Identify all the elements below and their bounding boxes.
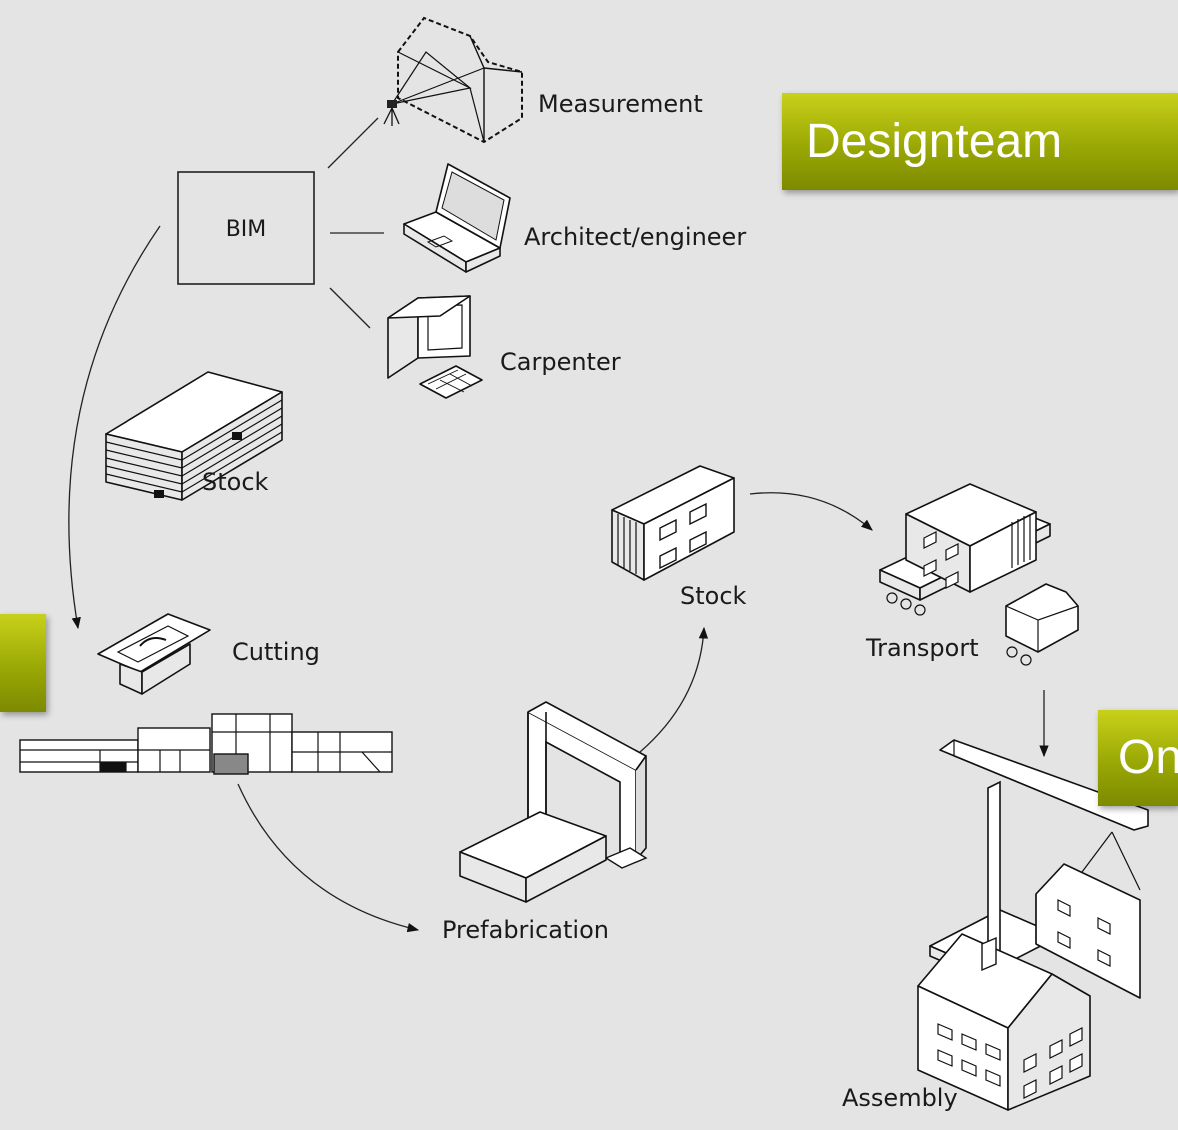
bim-to-measurement-line <box>327 117 379 169</box>
cutting-label: Cutting <box>232 638 320 666</box>
transport-truck-icon <box>879 483 1079 666</box>
wall-panel-stack-icon <box>611 465 735 581</box>
crane-assembly-icon <box>917 739 1149 1111</box>
assembly-label: Assembly <box>842 1084 958 1112</box>
stock-right-label: Stock <box>680 582 747 610</box>
bim-to-cutting-arrow <box>68 225 161 630</box>
desktop-computer-icon <box>387 295 483 399</box>
bim-label: BIM <box>226 217 267 242</box>
stock-to-transport-arrow <box>749 492 873 531</box>
transport-label: Transport <box>865 634 979 662</box>
lumber-stack-icon <box>105 371 283 501</box>
designteam-banner: Designteam <box>782 93 1178 190</box>
carpenter-label: Carpenter <box>500 348 621 376</box>
right-banner-text: On <box>1118 731 1178 784</box>
left-banner <box>0 614 46 712</box>
prefabrication-label: Prefabrication <box>442 916 609 944</box>
saw-table-icon <box>97 613 211 695</box>
right-banner: On <box>1098 710 1178 806</box>
bim-box: BIM <box>177 171 315 285</box>
architect-label: Architect/engineer <box>524 223 746 251</box>
prefab-gantry-icon <box>459 701 648 903</box>
stock-left-label: Stock <box>202 468 269 496</box>
bim-to-carpenter-line <box>329 287 371 329</box>
measurement-label: Measurement <box>538 90 703 118</box>
laptop-icon <box>403 163 511 273</box>
production-line-icon <box>19 713 393 775</box>
line-to-prefab-arrow <box>237 783 420 933</box>
prefab-to-stock-arrow <box>639 626 709 753</box>
designteam-banner-text: Designteam <box>806 115 1063 168</box>
measurement-house-icon <box>383 16 523 144</box>
